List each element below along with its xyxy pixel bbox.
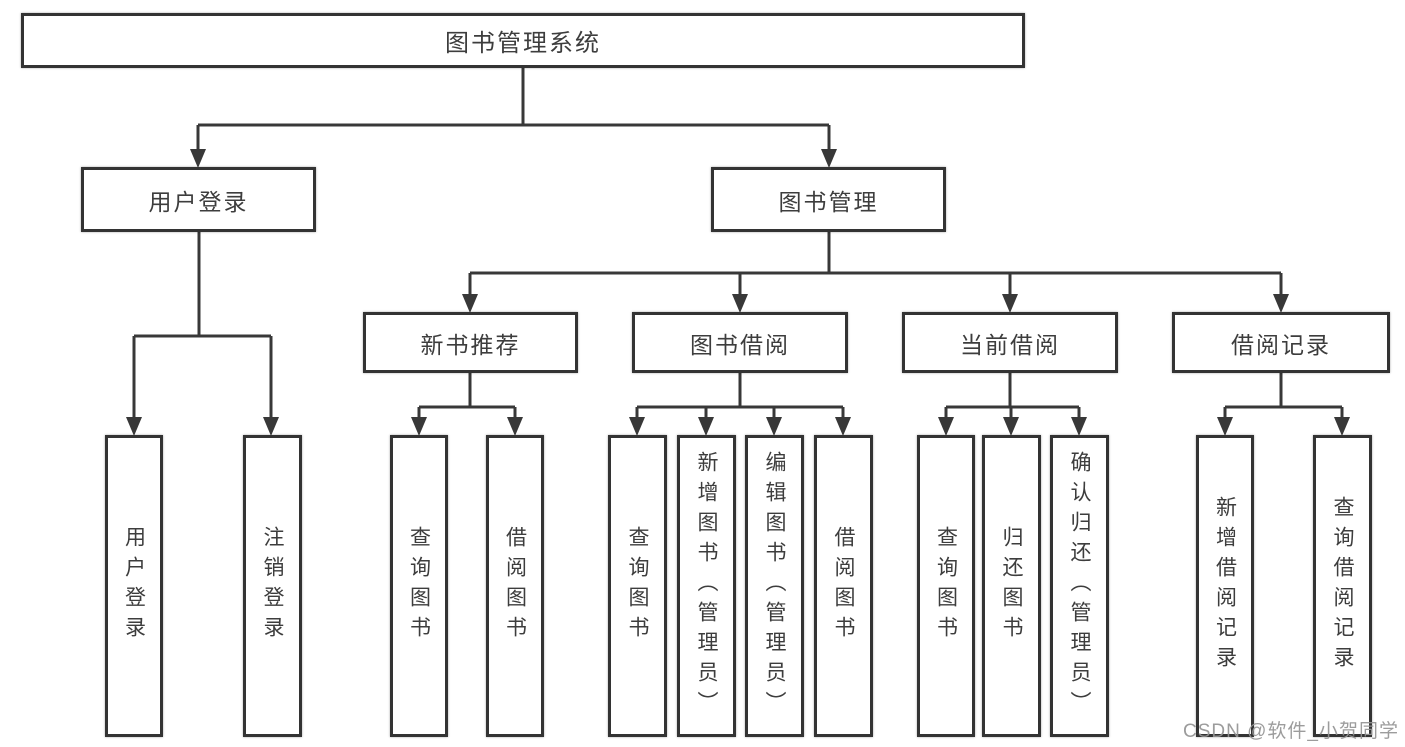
leaf-borrow-add-books-admin: 新增图书（管理员） — [677, 435, 736, 737]
leaf-current-return-books: 归还图书 — [982, 435, 1041, 737]
node-book-management-branch: 图书管理 — [711, 167, 946, 232]
leaf-current-confirm-return-admin: 确认归还（管理员） — [1050, 435, 1109, 737]
csdn-watermark: CSDN @软件_小贺同学 — [1183, 721, 1399, 742]
leaf-newbook-query-books: 查询图书 — [390, 435, 448, 737]
leaf-user-login: 用户登录 — [105, 435, 163, 737]
node-current-borrowing: 当前借阅 — [902, 312, 1118, 373]
node-user-login-branch: 用户登录 — [81, 167, 316, 232]
leaf-records-query-record: 查询借阅记录 — [1313, 435, 1372, 737]
leaf-borrow-borrow-books: 借阅图书 — [814, 435, 873, 737]
leaf-logout: 注销登录 — [243, 435, 302, 737]
leaf-records-add-record: 新增借阅记录 — [1196, 435, 1254, 737]
node-borrowing-records: 借阅记录 — [1172, 312, 1390, 373]
node-new-book-recommend: 新书推荐 — [363, 312, 578, 373]
leaf-current-query-books: 查询图书 — [917, 435, 975, 737]
leaf-borrow-query-books: 查询图书 — [608, 435, 667, 737]
node-book-borrowing: 图书借阅 — [632, 312, 848, 373]
node-root-system: 图书管理系统 — [21, 13, 1025, 68]
arrowhead-icons — [126, 149, 1350, 436]
leaf-newbook-borrow-books: 借阅图书 — [486, 435, 544, 737]
leaf-borrow-edit-books-admin: 编辑图书（管理员） — [745, 435, 804, 737]
